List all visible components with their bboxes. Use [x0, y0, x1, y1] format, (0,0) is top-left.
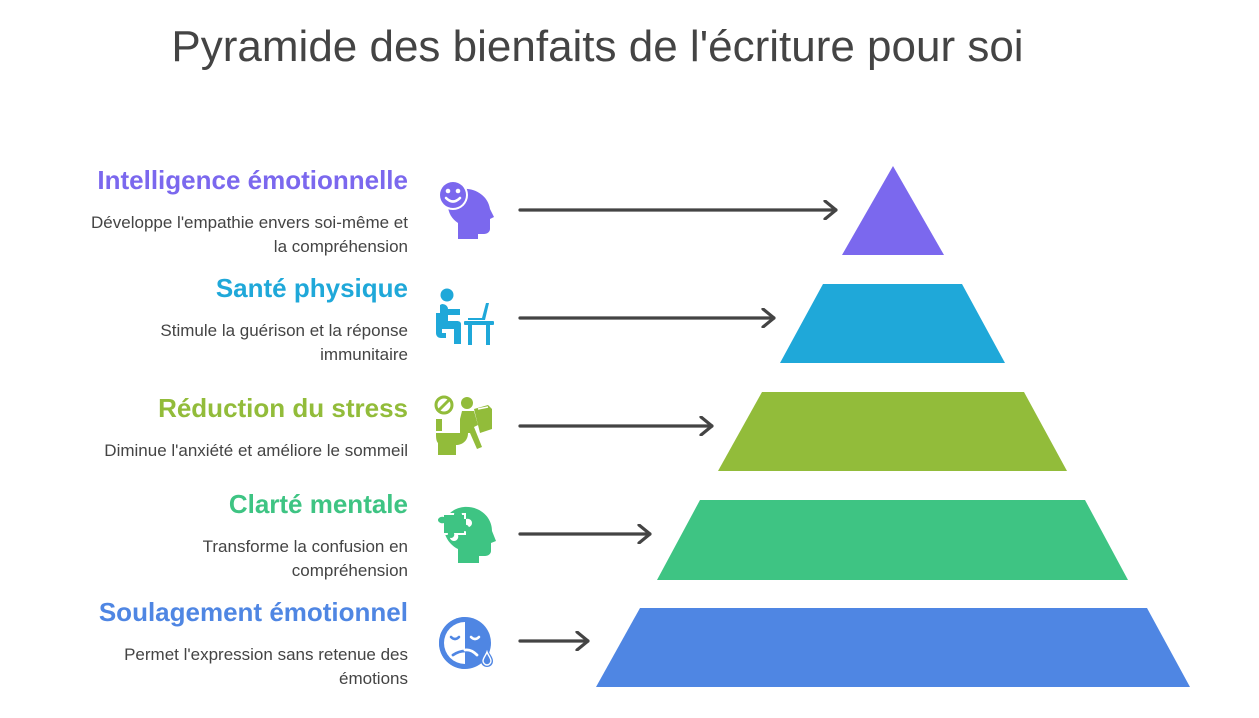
level-5-description: Permet l'expression sans retenue des émo…	[0, 643, 408, 691]
person-at-desk-icon	[436, 288, 494, 345]
sad-crying-face-icon	[439, 617, 493, 669]
pyramid-layer-clarte-mentale	[657, 500, 1128, 580]
pyramid-layer-reduction-stress	[718, 392, 1067, 471]
level-4-description: Transforme la confusion en compréhension	[0, 535, 408, 583]
pyramid-layer-sante-physique	[780, 284, 1005, 363]
level-2-text-block: Santé physique Stimule la guérison et la…	[0, 273, 408, 367]
level-5-description-line-2: émotions	[339, 669, 408, 688]
level-1-text-block: Intelligence émotionnelle Développe l'em…	[0, 165, 408, 259]
level-3-title: Réduction du stress	[158, 393, 408, 423]
no-stress-toilet-reading-icon	[434, 395, 492, 455]
level-2-description-line-2: immunitaire	[320, 345, 408, 364]
level-1-description-line-1: Développe l'empathie envers soi-même et	[91, 213, 408, 232]
level-5-description-line-1: Permet l'expression sans retenue des	[124, 645, 408, 664]
level-5-text-block: Soulagement émotionnel Permet l'expressi…	[0, 597, 408, 691]
level-1-description: Développe l'empathie envers soi-même et …	[0, 211, 408, 259]
puzzle-head-icon	[436, 506, 496, 563]
page-title: Pyramide des bienfaits de l'écriture pou…	[171, 22, 1024, 71]
smiling-head-icon	[438, 180, 494, 239]
level-1-description-line-2: la compréhension	[273, 237, 408, 256]
level-2-description: Stimule la guérison et la réponse immuni…	[0, 319, 408, 367]
level-1-title: Intelligence émotionnelle	[97, 165, 408, 195]
level-4-text-block: Clarté mentale Transforme la confusion e…	[0, 489, 408, 583]
level-2-description-line-1: Stimule la guérison et la réponse	[160, 321, 408, 340]
pyramid-layer-soulagement-emotionnel	[596, 608, 1190, 687]
level-4-description-line-2: compréhension	[291, 561, 408, 580]
level-5-title: Soulagement émotionnel	[98, 597, 408, 627]
level-3-text-block: Réduction du stress Diminue l'anxiété et…	[0, 393, 408, 463]
level-4-title: Clarté mentale	[228, 489, 408, 519]
pyramid-layer-intelligence-emotionnelle	[842, 166, 944, 255]
level-2-title: Santé physique	[215, 273, 408, 303]
level-3-description-line-1: Diminue l'anxiété et améliore le sommeil	[104, 441, 408, 460]
level-4-description-line-1: Transforme la confusion en	[202, 537, 408, 556]
level-3-description: Diminue l'anxiété et améliore le sommeil	[0, 439, 408, 463]
